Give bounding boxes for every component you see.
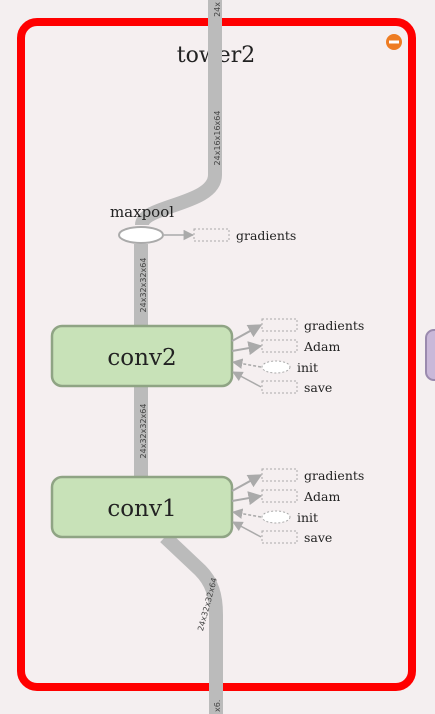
minus-circle-icon[interactable] (386, 34, 402, 50)
maxpool-gradients-box[interactable] (193, 228, 230, 242)
conv2-label: conv2 (107, 345, 176, 371)
conv1-init-box[interactable] (261, 510, 291, 524)
conv2-adam-box[interactable] (261, 339, 298, 353)
edge-label-maxpool-to-conv2: 24x32x32x64 (139, 258, 148, 313)
conv2-save-label: save (304, 380, 332, 395)
conv1-label: conv1 (107, 496, 176, 522)
maxpool-node[interactable] (118, 226, 164, 244)
conv1-save-label: save (304, 530, 332, 545)
conv2-node[interactable] (50, 324, 234, 388)
neighbor-node[interactable] (425, 329, 435, 381)
edge-top-to-maxpool (135, 0, 222, 228)
conv2-save-arrow (232, 371, 262, 388)
conv1-gradients-box[interactable] (261, 468, 298, 482)
conv1-adam-label: Adam (303, 489, 340, 504)
maxpool-gradients-label: gradients (236, 228, 296, 243)
conv2-save-box[interactable] (261, 380, 298, 394)
conv2-gradients-box[interactable] (261, 318, 298, 332)
edge-label-conv2-to-conv1: 24x32x32x64 (139, 404, 148, 459)
conv1-gradients-label: gradients (304, 468, 364, 483)
maxpool-label: maxpool (110, 203, 174, 221)
conv1-adam-box[interactable] (261, 489, 298, 503)
edge-label-bottom-out: x6. (213, 700, 222, 712)
edge-label-top-in: 24x (213, 2, 222, 17)
conv2-gradients-label: gradients (304, 318, 364, 333)
edge-label-top-to-maxpool: 24x16x16x64 (213, 111, 222, 166)
conv2-gradients-arrow (231, 324, 263, 342)
conv1-save-arrow (232, 521, 262, 538)
conv1-save-box[interactable] (261, 530, 298, 544)
conv2-init-box[interactable] (261, 360, 291, 374)
conv1-node[interactable] (50, 475, 234, 539)
conv1-init-label: init (297, 510, 318, 525)
conv1-adam-arrow (231, 491, 263, 506)
conv2-adam-label: Adam (303, 339, 340, 354)
edge-conv1-out (160, 531, 223, 714)
conv1-gradients-arrow (231, 474, 263, 492)
conv2-init-label: init (297, 360, 318, 375)
conv2-adam-arrow (231, 341, 263, 356)
